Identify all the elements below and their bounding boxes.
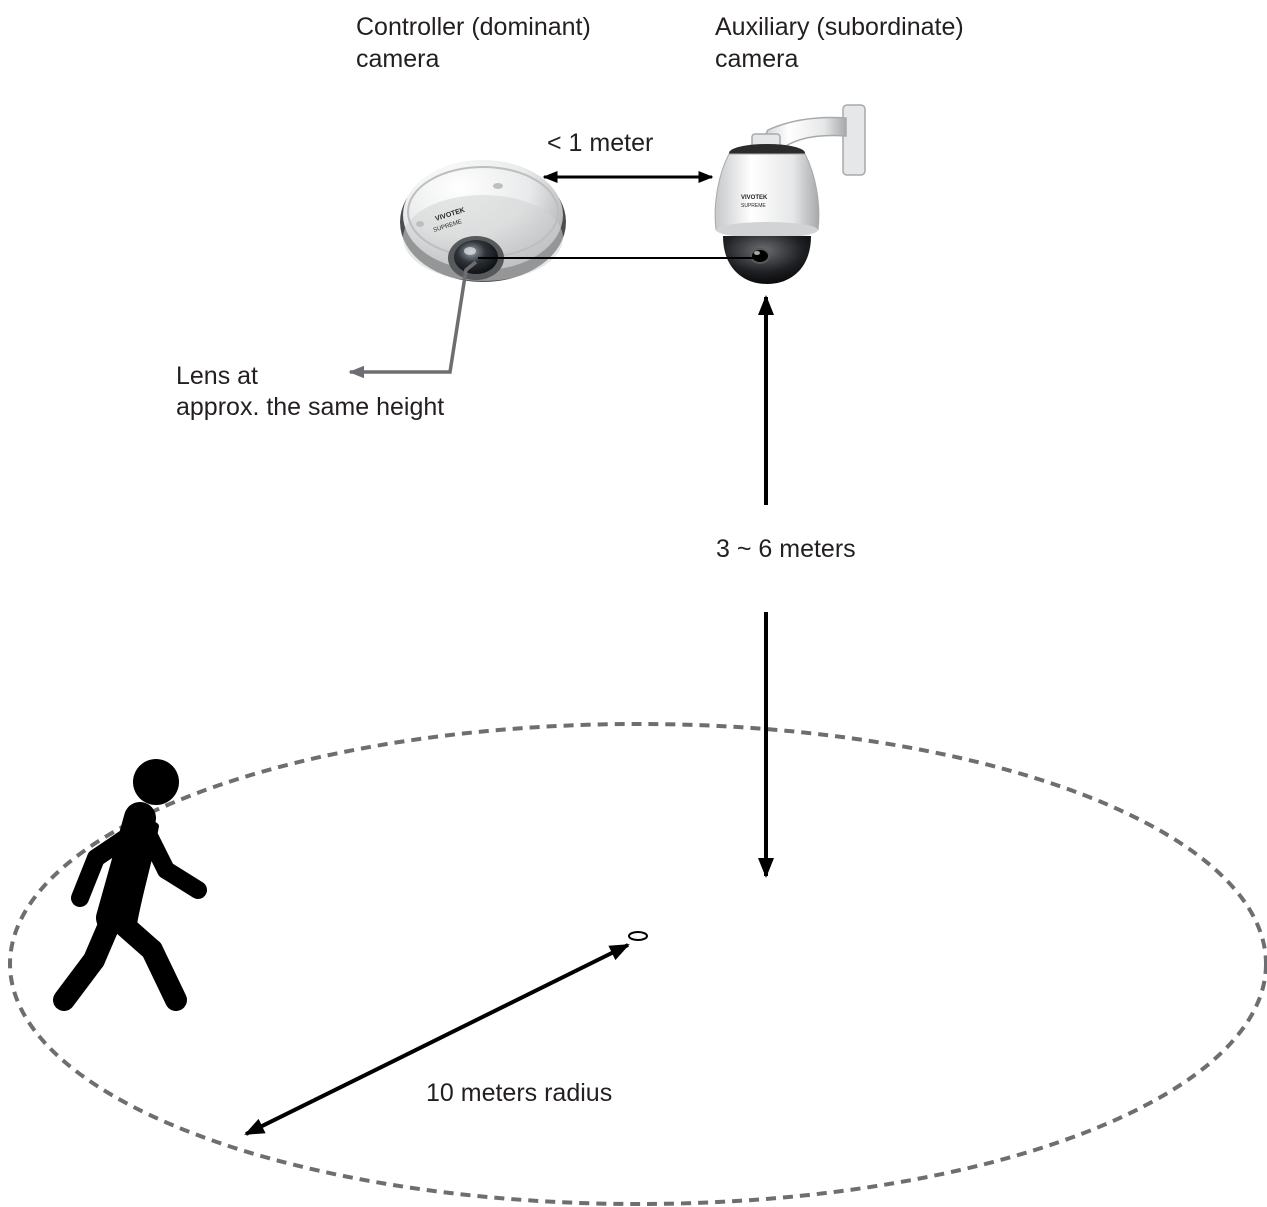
radius-arrow [244,943,630,1136]
lens-pointer-arrow [348,260,478,379]
ptz-speed-dome-camera-icon: VIVOTEK SUPREME [714,104,866,284]
lens-height-label-line1: Lens at [176,362,259,390]
auxiliary-camera-logo: VIVOTEK [741,195,768,201]
auxiliary-camera-label-line1: Auxiliary (subordinate) [715,13,964,41]
coverage-center-marker [628,931,648,941]
distance-between-cameras-label: < 1 meter [547,129,654,157]
mounting-height-label: 3 ~ 6 meters [716,535,856,563]
lens-height-label-line2: approx. the same height [176,393,445,421]
walking-person-icon [53,759,207,1011]
controller-camera-label-line1: Controller (dominant) [356,13,591,41]
auxiliary-camera-model-text: SUPREME [741,203,766,209]
fisheye-dome-camera-icon: VIVOTEK SUPREME [400,160,566,282]
auxiliary-camera-label-line2: camera [715,45,799,73]
coverage-area-dashed-circle [8,722,1267,1206]
controller-camera-label-line2: camera [356,45,440,73]
